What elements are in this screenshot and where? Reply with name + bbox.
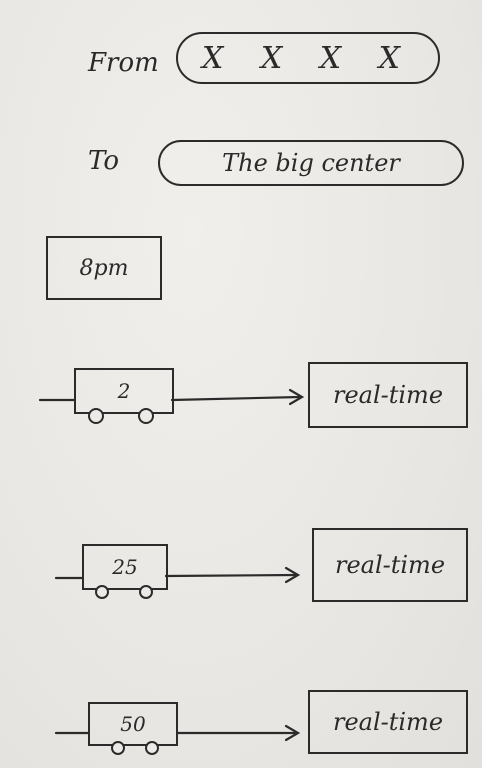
realtime-box-1[interactable]: real-time	[308, 362, 468, 428]
realtime-box-3[interactable]: real-time	[308, 690, 468, 754]
from-input[interactable]: X X X X	[176, 32, 440, 84]
vehicle-number-1: 2	[117, 379, 131, 403]
realtime-box-2[interactable]: real-time	[312, 528, 468, 602]
realtime-label-1: real-time	[332, 381, 444, 409]
vehicle-number-3: 50	[120, 712, 146, 736]
to-label: To	[88, 146, 119, 176]
vehicle-number-2: 25	[112, 555, 138, 579]
realtime-label-2: real-time	[334, 551, 446, 579]
time-value: 8pm	[79, 255, 129, 281]
vehicle-box-3[interactable]: 50	[88, 702, 178, 746]
to-input[interactable]: The big center	[158, 140, 464, 186]
realtime-label-3: real-time	[332, 708, 444, 736]
from-label: From	[88, 48, 159, 78]
to-value: The big center	[222, 149, 400, 177]
from-value: X X X X	[201, 40, 415, 76]
vehicle-box-2[interactable]: 25	[82, 544, 168, 590]
time-box[interactable]: 8pm	[46, 236, 162, 300]
vehicle-box-1[interactable]: 2	[74, 368, 174, 414]
